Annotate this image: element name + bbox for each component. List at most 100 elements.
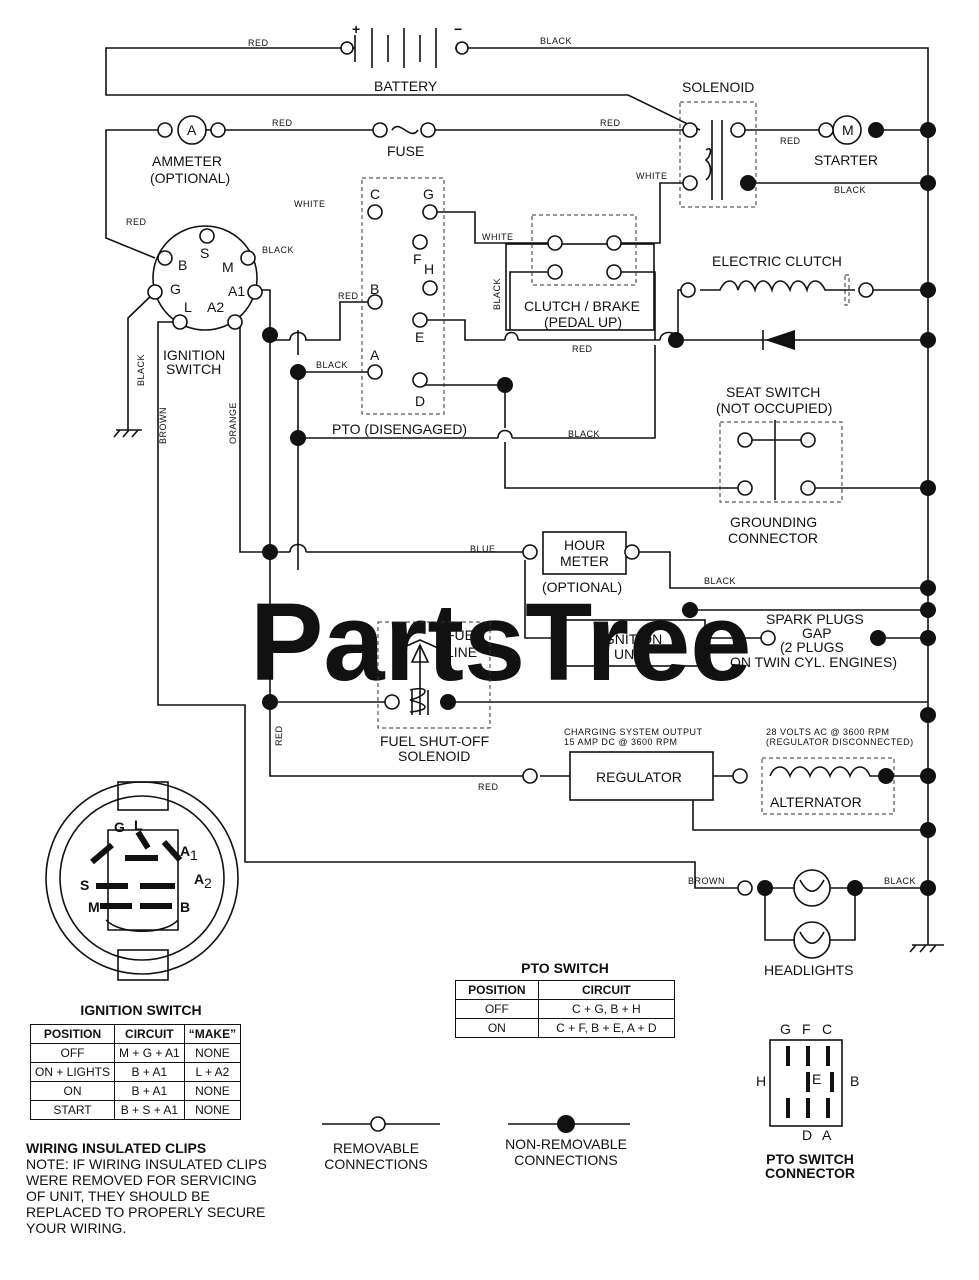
wiring-clips-note: WIRING INSULATED CLIPS NOTE: IF WIRING I…	[26, 1140, 276, 1236]
wire-label: RED	[600, 118, 621, 128]
electric-clutch-label: ELECTRIC CLUTCH	[712, 253, 842, 269]
legend-non-removable-line2: CONNECTIONS	[514, 1152, 618, 1168]
table-cell: ON	[29, 1081, 116, 1101]
wire-label: RED	[248, 38, 269, 48]
table-cell: NONE	[183, 1043, 242, 1063]
pto-disengaged-label: PTO (DISENGAGED)	[332, 421, 467, 437]
ignition-table-title: IGNITION SWITCH	[80, 1002, 202, 1018]
legend-symbols	[322, 1115, 630, 1133]
spark-plugs-label-4: ON TWIN CYL. ENGINES)	[730, 654, 897, 670]
spark-plugs-label-2: GAP	[802, 625, 832, 641]
wire-label: BROWN	[158, 407, 168, 444]
watermark: PartsTree	[250, 581, 751, 704]
ignition-unit-label-2: UNIT	[614, 646, 647, 662]
pto-conn-letter-e: E	[812, 1071, 821, 1087]
wire-label: WHITE	[482, 232, 514, 242]
wire-label: ORANGE	[228, 402, 238, 444]
clutch-brake-label-2: (PEDAL UP)	[544, 314, 622, 330]
ign-terminal-a2: A2	[207, 299, 224, 315]
pto-conn-letter-f: F	[802, 1021, 811, 1037]
pto-terminal-d: D	[415, 393, 425, 409]
pto-terminal-a: A	[370, 347, 380, 363]
fuel-solenoid-label-2: SOLENOID	[398, 748, 470, 764]
conn-letter-b: B	[180, 899, 190, 915]
table-row: OFF M + G + A1 NONE	[29, 1043, 242, 1063]
solenoid-label: SOLENOID	[682, 79, 754, 95]
table-cell: C + G, B + H	[537, 999, 676, 1019]
legend-removable-line1: REMOVABLE	[332, 1140, 420, 1156]
conn-letter-a1: A	[180, 843, 190, 859]
grounding-connector-label-1: GROUNDING	[730, 514, 817, 530]
table-cell: L + A2	[183, 1062, 242, 1082]
ignition-unit-label-1: IGNITION	[600, 631, 662, 647]
legend-removable-line2: CONNECTIONS	[324, 1156, 428, 1172]
conn-letter-g: G	[114, 819, 125, 835]
wire-label: RED	[272, 118, 293, 128]
fuel-solenoid-label-1: FUEL SHUT-OFF	[380, 733, 489, 749]
conn-letter-a2-sub: 2	[204, 875, 212, 891]
wire-label: BLUE	[470, 544, 496, 554]
table-cell: NONE	[183, 1081, 242, 1101]
battery-plus: +	[352, 21, 360, 37]
wire-label: RED	[780, 136, 801, 146]
table-cell: NONE	[183, 1100, 242, 1120]
table-cell: B + S + A1	[114, 1100, 185, 1120]
note-title: WIRING INSULATED CLIPS	[26, 1140, 207, 1156]
ignition-switch-table: POSITION CIRCUIT “MAKE” OFF M + G + A1 N…	[29, 1024, 242, 1120]
wire-label: RED	[478, 782, 499, 792]
pto-terminal-g: G	[423, 186, 434, 202]
battery-minus: −	[454, 21, 462, 37]
wire-label: BLACK	[884, 876, 916, 886]
non-removable-connections	[262, 122, 936, 896]
seat-switch-label-1: SEAT SWITCH	[726, 384, 820, 400]
table-row: OFF C + G, B + H	[455, 999, 676, 1019]
ammeter-optional: (OPTIONAL)	[150, 170, 230, 186]
wire-label: BLACK	[704, 576, 736, 586]
wire-label: BLACK	[262, 245, 294, 255]
wire-label: WHITE	[294, 199, 326, 209]
wire-label: WHITE	[636, 171, 668, 181]
ign-terminal-s: S	[200, 245, 209, 261]
pto-terminal-f: F	[413, 251, 422, 267]
charging-output-1: CHARGING SYSTEM OUTPUT	[564, 727, 703, 737]
table-cell: OFF	[455, 999, 539, 1019]
legend-non-removable-line1: NON-REMOVABLE	[505, 1136, 627, 1152]
table-header-row: POSITION CIRCUIT “MAKE”	[29, 1024, 242, 1044]
pto-connector-illustration: G F C H E B D A	[756, 1021, 859, 1143]
legend-non-removable: NON-REMOVABLE CONNECTIONS	[490, 1136, 642, 1168]
ignition-switch-body	[152, 225, 258, 331]
table-cell: ON	[455, 1018, 539, 1038]
ac-volts-2: (REGULATOR DISCONNECTED)	[766, 737, 914, 747]
pto-connector-title: PTO SWITCH CONNECTOR	[730, 1152, 890, 1180]
fuel-line-label-2: LINE	[446, 644, 477, 660]
ign-terminal-a1: A1	[228, 283, 245, 299]
pto-conn-letter-c: C	[822, 1021, 832, 1037]
ign-terminal-l: L	[184, 299, 192, 315]
grounding-connector-label-2: CONNECTOR	[728, 530, 818, 546]
ammeter-symbol-text: A	[187, 122, 197, 138]
ac-volts-1: 28 VOLTS AC @ 3600 RPM	[766, 727, 890, 737]
pto-conn-letter-b: B	[850, 1073, 859, 1089]
wire-label: RED	[572, 344, 593, 354]
wire-label: BLACK	[834, 185, 866, 195]
clutch-brake-label-1: CLUTCH / BRAKE	[524, 298, 640, 314]
table-header: CIRCUIT	[114, 1024, 185, 1044]
battery-label: BATTERY	[374, 78, 438, 94]
table-cell: C + F, B + E, A + D	[537, 1018, 676, 1038]
ignition-switch-label-1: IGNITION	[163, 347, 225, 363]
alternator-label: ALTERNATOR	[770, 794, 862, 810]
fuse-symbol	[391, 125, 419, 135]
wire-label: BLACK	[568, 429, 600, 439]
hour-meter-label-2: METER	[560, 553, 609, 569]
ignition-switch-label-2: SWITCH	[166, 361, 221, 377]
starter-symbol-text: M	[842, 122, 854, 138]
table-row: ON + LIGHTS B + A1 L + A2	[29, 1062, 242, 1082]
ign-terminal-b: B	[178, 257, 187, 273]
ammeter-symbol	[177, 115, 207, 145]
charging-output-2: 15 AMP DC @ 3600 RPM	[564, 737, 678, 747]
wire-label: RED	[274, 725, 284, 746]
conn-letter-a2: A	[194, 871, 204, 887]
ign-terminal-m: M	[222, 259, 234, 275]
hour-meter-optional: (OPTIONAL)	[542, 579, 622, 595]
wire-label: BROWN	[688, 876, 725, 886]
